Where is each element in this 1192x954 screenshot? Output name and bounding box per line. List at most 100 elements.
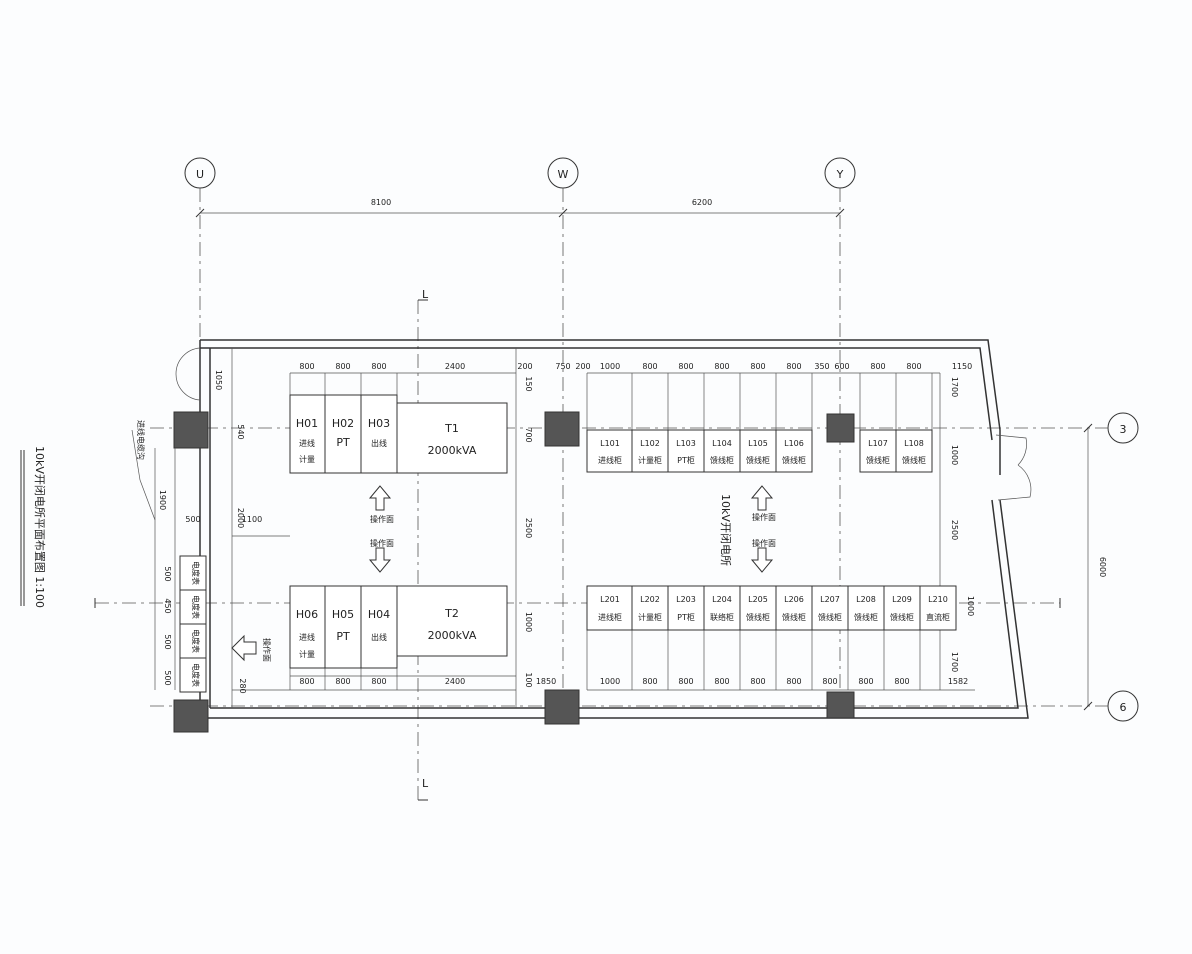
column [173,699,209,733]
mid-dim: 1000 [524,612,533,632]
bottom-dim: 800 [335,677,350,686]
operation-arrows-left: 操作面 操作面 [368,485,394,573]
cabinet: L108 馈线柜 [895,429,933,473]
cabinet-desc: 馈线柜 [746,612,770,622]
cabinet-id: L205 [748,595,768,604]
door-right [995,434,1032,501]
side-cabinet-label: 电度表 [191,595,201,619]
bottom-dim: 800 [786,677,801,686]
cabinet-desc: 联络柜 [710,612,734,622]
axis-6: 6 [1107,690,1139,722]
cabinet: L202 计量柜 [631,585,669,631]
cabinet: L106 馈线柜 [775,429,813,473]
cabinet: L207 馈线柜 [811,585,849,631]
cabinet-row-bottom-right: L201 进线柜 L202 计量柜 L203 PT柜 L204 联络柜 L205… [586,585,957,631]
cabinet: L101 进线柜 [586,429,633,473]
side-cabinet [179,657,207,693]
cabinet-row-top-right: L101 进线柜 L102 计量柜 L103 PT柜 L104 馈线柜 L105… [586,429,933,473]
cabinet-id: L105 [748,439,768,448]
axis-3-label: 3 [1120,423,1127,436]
cabinet-desc: 馈线柜 [902,455,926,465]
axis-y: Y [824,157,856,189]
cabinet: L203 PT柜 [667,585,705,631]
dim-wy: 6200 [692,198,712,207]
drawing-title-text: 10kV开闭电所平面布置图 1:100 [33,446,46,608]
top-dimension-row: 800 800 800 2400 200 750 200 1000 800 80… [299,362,972,371]
cabinet-desc: 馈线柜 [710,455,734,465]
side-cabinet [179,589,207,625]
transformer-name: T1 [444,422,459,435]
cabinet: L205 馈线柜 [739,585,777,631]
bottom-dim: 800 [750,677,765,686]
left-operation-arrow: 操作面 [231,634,272,662]
cabinet-desc: 计量 [299,649,315,659]
top-dim: 200 [517,362,532,371]
transformer-t1: T1 2000kVA [396,402,508,474]
bottom-dim: 1850 [536,677,556,686]
cabinet-desc: 进线 [299,632,315,642]
cabinet-id: L201 [600,595,620,604]
cabinet-id: L106 [784,439,804,448]
overall-dimension-right: 6000 [1083,423,1107,711]
top-dim: 800 [642,362,657,371]
cabinet-desc: 出线 [371,438,387,448]
cabinet-id: L206 [784,595,804,604]
left-dim: 2000 [236,508,245,528]
left-dim: 540 [236,424,245,439]
cabinet-id: L104 [712,439,732,448]
left-dim: 500 [163,670,172,685]
left-dim: 280 [238,678,247,693]
top-dim: 800 [870,362,885,371]
cabinet-desc: 馈线柜 [782,455,806,465]
left-dim: 500 [185,515,200,524]
cabinet-desc: 馈线柜 [890,612,914,622]
cabinet-id: L210 [928,595,948,604]
room-label: 10kV开闭电所 [719,494,732,566]
axis-u: U [184,157,216,189]
bottom-dim: 800 [678,677,693,686]
mid-dim: 100 [524,672,533,687]
cabinet-id: L202 [640,595,660,604]
top-dim: 350 [814,362,829,371]
bottom-dim: 2400 [445,677,465,686]
bottom-dim: 800 [822,677,837,686]
left-dim: 500 [163,634,172,649]
cabinet-desc: 进线 [299,438,315,448]
cabinet-id: L107 [868,439,888,448]
bottom-dim: 800 [714,677,729,686]
top-dim: 800 [750,362,765,371]
dim-vert: 6000 [1098,557,1107,577]
mid-dim: 2500 [524,518,533,538]
cabinet: L107 馈线柜 [859,429,897,473]
cabinet-id: L207 [820,595,840,604]
cabinet-id: L103 [676,439,696,448]
cabinet: L210 直流柜 [919,585,957,631]
cabinet-desc: PT柜 [677,455,695,465]
cabinet: H06 进线 计量 [289,585,326,669]
top-dim: 800 [678,362,693,371]
column [826,691,855,719]
transformer-rating: 2000kVA [428,629,477,642]
cabinet-desc: 馈线柜 [746,455,770,465]
bottom-dim: 1000 [600,677,620,686]
cabinet: L201 进线柜 [586,585,633,631]
right-top-grid [586,373,933,430]
cabinet: L209 馈线柜 [883,585,921,631]
section-mark-bottom: L [422,777,429,790]
right-dim: 1700 [950,377,959,397]
cabinet-desc: PT [336,630,350,643]
column [173,411,209,449]
wall-note: 进线电缆沟 [136,420,146,460]
cabinet-desc: 进线柜 [598,612,622,622]
cabinet-desc: 馈线柜 [866,455,890,465]
cabinet-desc: 出线 [371,632,387,642]
top-dim: 1000 [600,362,620,371]
cabinet: L204 联络柜 [703,585,741,631]
left-dim: 500 [163,566,172,581]
left-note: 操作面 [262,638,272,662]
right-dimension-column: 1700 1000 2500 1000 1700 [939,373,975,690]
cable-trench: 进线电缆沟 [131,420,176,690]
cabinet-id: H05 [332,608,354,621]
cabinet: L103 PT柜 [667,429,705,473]
